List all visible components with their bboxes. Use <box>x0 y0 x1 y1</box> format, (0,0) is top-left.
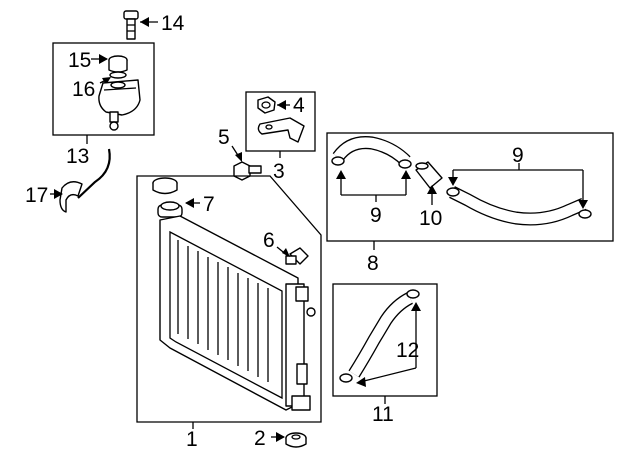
arrowhead-4 <box>277 100 286 110</box>
arrowhead-12-bottom <box>356 377 366 387</box>
callout-1: 1 <box>186 428 198 451</box>
radiator-group-box <box>136 175 322 423</box>
callout-13: 13 <box>66 145 89 168</box>
callout-12: 12 <box>396 339 419 362</box>
reservoir-tank-part <box>98 79 141 131</box>
arrowhead-12-top <box>411 302 421 311</box>
bolt-5-part <box>233 161 262 181</box>
callout-7: 7 <box>203 193 215 216</box>
grommet-2-part <box>285 432 307 448</box>
arrowhead-5 <box>235 152 242 162</box>
callout-8: 8 <box>367 252 379 275</box>
arrowhead-9b-right <box>578 200 588 209</box>
callout-14: 14 <box>161 12 185 35</box>
callout-9a: 9 <box>370 204 382 227</box>
arrowhead-6 <box>282 248 290 257</box>
arrowhead-16 <box>102 77 111 85</box>
callout-4: 4 <box>293 94 305 117</box>
arrowhead-9a-right <box>401 170 411 179</box>
callout-15: 15 <box>68 49 91 72</box>
arrowhead-9b-left <box>448 177 458 186</box>
callout-9b: 9 <box>512 144 524 167</box>
nut-4-part <box>257 96 276 114</box>
radiator-cap-7-part <box>152 177 178 195</box>
radiator-part <box>157 201 316 411</box>
callout-2: 2 <box>254 427 266 450</box>
callout-6: 6 <box>263 229 275 252</box>
overflow-hose-17-part <box>59 148 111 213</box>
cap-15-part <box>108 55 128 73</box>
callout-3: 3 <box>273 160 285 183</box>
arrowhead-2 <box>276 432 285 442</box>
upper-hose-part <box>331 136 412 169</box>
callout-17: 17 <box>25 184 48 207</box>
arrowhead-15 <box>99 54 108 64</box>
reservoir-group-box <box>52 42 155 136</box>
callout-16: 16 <box>72 78 95 101</box>
callout-10: 10 <box>419 207 442 230</box>
bolt-14-part <box>123 10 139 40</box>
arrowhead-10 <box>427 185 437 194</box>
arrowhead-14 <box>140 17 149 27</box>
arrowhead-7 <box>185 198 194 208</box>
connector-10-part <box>415 161 443 189</box>
upper-hose-group-box <box>326 132 614 242</box>
callout-11: 11 <box>372 403 394 426</box>
lower-hose-part <box>446 186 592 226</box>
leader-12-left <box>359 367 417 383</box>
drain-plug-6-part <box>285 247 309 265</box>
bracket-part <box>257 117 305 143</box>
radiator-hose-part <box>339 289 420 383</box>
seal-16-part <box>109 71 127 79</box>
callout-5: 5 <box>218 126 230 149</box>
arrowhead-17 <box>54 189 63 199</box>
arrowhead-9a-left <box>336 170 346 179</box>
